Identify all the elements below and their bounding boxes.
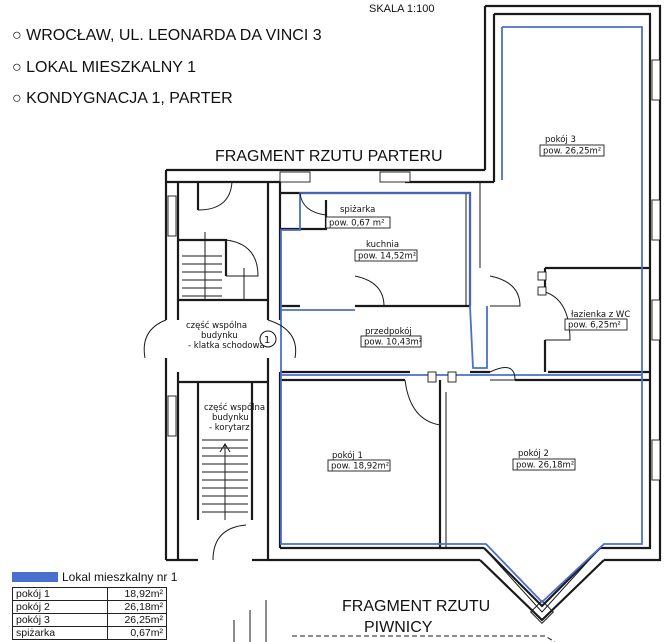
corridor-label-1: część wspólna xyxy=(204,402,265,413)
table-room: spiżarka xyxy=(12,626,108,640)
corridor-label-3: - korytarz xyxy=(209,423,250,433)
room-label-pokoj-3: pokój 3 pow. 26,25m² xyxy=(539,134,605,157)
svg-text:pow. 26,18m²: pow. 26,18m² xyxy=(516,461,574,471)
address-text: WROCŁAW, UL. LEONARDA DA VINCI 3 xyxy=(26,27,322,44)
room-label-pokoj-2: pokój 2 pow. 26,18m² xyxy=(512,448,576,471)
interior-walls xyxy=(178,182,650,548)
svg-text:łazienka z WC: łazienka z WC xyxy=(571,310,630,320)
stair-label-2: budynku xyxy=(201,331,238,341)
svg-text:pow. 18,92m²: pow. 18,92m² xyxy=(331,462,389,472)
unit-text: LOKAL MIESZKALNY 1 xyxy=(26,59,196,76)
svg-text:pow. 6,25m²: pow. 6,25m² xyxy=(568,321,621,331)
svg-text:pokój 1: pokój 1 xyxy=(332,450,363,461)
legend-swatch xyxy=(12,572,58,582)
room-label-lazienka: łazienka z WC pow. 6,25m² xyxy=(564,310,630,331)
table-area: 26,18m² xyxy=(107,600,167,614)
basement-outline xyxy=(292,635,556,642)
corridor-label-2: budynku xyxy=(212,413,249,423)
svg-text:przedpokój: przedpokój xyxy=(365,326,412,337)
table-area: 0,67m² xyxy=(107,626,167,640)
stair-label-3: - klatka schodowa xyxy=(188,341,265,351)
fixture-1 xyxy=(537,271,547,281)
room-label-spizarka: spiżarka pow. 0,67 m² xyxy=(325,205,391,229)
floor-text: KONDYGNACJA 1, PARTER xyxy=(26,90,233,107)
bullet-icon: ○ xyxy=(12,59,22,76)
table-room: pokój 1 xyxy=(12,587,108,601)
fixture-2 xyxy=(537,286,547,296)
room-label-kuchnia: kuchnia pow. 14,52m² xyxy=(354,240,418,262)
svg-text:pow. 26,25m²: pow. 26,25m² xyxy=(543,147,601,157)
floor-line: ○ KONDYGNACJA 1, PARTER xyxy=(12,90,233,108)
svg-text:spiżarka: spiżarka xyxy=(340,205,375,215)
table-row: spiżarka 0,67m² xyxy=(12,626,167,640)
fixture-4 xyxy=(447,371,457,383)
table-room: pokój 3 xyxy=(12,613,108,627)
svg-text:pow. 14,52m²: pow. 14,52m² xyxy=(358,252,416,262)
address-line: ○ WROCŁAW, UL. LEONARDA DA VINCI 3 xyxy=(12,27,322,45)
svg-text:pokój 3: pokój 3 xyxy=(545,134,576,145)
svg-text:pow. 0,67 m²: pow. 0,67 m² xyxy=(329,219,385,229)
bullet-icon: ○ xyxy=(12,27,22,44)
svg-text:kuchnia: kuchnia xyxy=(366,240,399,250)
room-label-pokoj-1: pokój 1 pow. 18,92m² xyxy=(327,450,391,472)
doors xyxy=(143,181,571,561)
stair-number-circle xyxy=(259,330,277,348)
unit-line: ○ LOKAL MIESZKALNY 1 xyxy=(12,59,196,77)
room-label-przedpokoj: przedpokój pow. 10,43m² xyxy=(360,326,422,348)
fixture-3 xyxy=(427,371,437,383)
ground-floor-title: FRAGMENT RZUTU PARTERU xyxy=(215,148,443,165)
stair-number: 1 xyxy=(264,335,270,346)
windows xyxy=(167,59,661,481)
basement-title-line2: PIWNICY xyxy=(364,619,433,636)
stair-label-1: część wspólna xyxy=(186,320,247,331)
area-table: pokój 1 18,92m² pokój 2 26,18m² pokój 3 … xyxy=(12,587,167,640)
legend-header: Lokal mieszkalny nr 1 xyxy=(12,570,177,584)
stairs xyxy=(182,232,267,642)
scale-label: SKALA 1:100 xyxy=(369,3,434,15)
bullet-icon: ○ xyxy=(12,90,22,107)
legend-title: Lokal mieszkalny nr 1 xyxy=(62,570,178,584)
table-area: 26,25m² xyxy=(107,613,167,627)
table-area: 18,92m² xyxy=(107,587,167,601)
svg-text:pokój 2: pokój 2 xyxy=(518,448,549,459)
exterior-walls xyxy=(164,4,662,625)
table-row: pokój 1 18,92m² xyxy=(12,587,167,601)
basement-title-line1: FRAGMENT RZUTU xyxy=(342,598,490,615)
unit-boundary xyxy=(280,26,643,604)
svg-text:pow. 10,43m²: pow. 10,43m² xyxy=(364,338,422,348)
table-room: pokój 2 xyxy=(12,600,108,614)
table-row: pokój 2 26,18m² xyxy=(12,600,167,614)
table-row: pokój 3 26,25m² xyxy=(12,613,167,627)
